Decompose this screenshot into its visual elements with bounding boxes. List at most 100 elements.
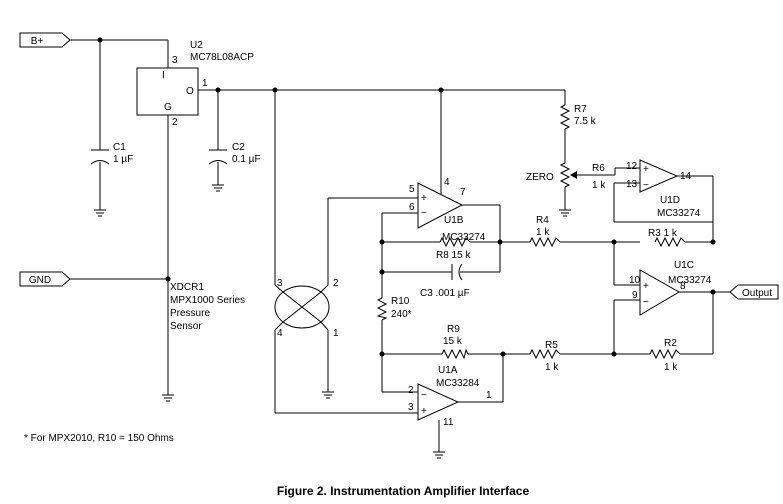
zero-label: ZERO [526,172,554,183]
u1b-ref: U1B [444,215,464,226]
u2-pin-gnd: G [164,102,172,113]
svg-text:+: + [421,193,427,204]
c2-ref: C2 [232,142,245,153]
ground-c2 [212,184,224,192]
sensor-pin4: 4 [277,328,283,339]
ground-main [162,394,174,402]
opamp-u1a: − + 2 3 1 11 U1A MC33284 [408,365,492,428]
r9-ref: R9 [447,324,460,335]
u1c-part: MC33274 [668,275,712,286]
resistor-r10: R10 240* [376,296,412,321]
port-gnd-label: GND [29,275,51,286]
u1a-ref: U1A [438,365,458,376]
u2-ref: U2 [190,40,203,51]
r3-label: R3 1 k [648,228,678,239]
svg-text:−: − [643,180,649,191]
port-output-label: Output [742,288,772,299]
r7-ref: R7 [574,104,587,115]
resistor-r8: R8 15 k [436,236,471,261]
r4-ref: R4 [536,215,549,226]
sensor-ref: XDCR1 [170,282,204,293]
u1b-part: MC33274 [442,232,486,243]
u1d-pin14: 14 [680,171,692,182]
u1d-pin12: 12 [626,161,638,172]
capacitor-c3: C3 .001 µF [420,263,470,299]
u1c-pin9: 9 [632,290,638,301]
u1c-pin8: 8 [680,281,686,292]
svg-text:+: + [643,164,649,175]
sensor-pin1: 1 [333,328,339,339]
u1d-pin13: 13 [626,179,638,190]
r5-value: 1 k [545,362,559,373]
r6-ref: R6 [592,163,605,174]
opamp-u1c: + − 10 9 8 U1C MC33274 [629,260,712,316]
u1c-ref: U1C [674,260,694,271]
c3-label: C3 .001 µF [420,288,470,299]
sensor-series: MPX1000 Series [170,295,245,306]
junctions [97,37,716,357]
svg-text:−: − [421,390,427,401]
sensor-line3: Pressure [170,308,210,319]
ground-r7 [559,209,571,217]
r4-value: 1 k [536,227,550,238]
r8-label: R8 15 k [436,250,471,261]
resistor-r7: R7 7.5 k [559,104,597,130]
svg-text:+: + [421,406,427,417]
u1a-part: MC33284 [436,378,480,389]
resistor-r9: R9 15 k [441,324,469,360]
pressure-sensor: 3 2 4 1 XDCR1 MPX1000 Series Pressure Se… [170,278,339,339]
u1b-pin5: 5 [409,184,415,195]
r10-ref: R10 [391,296,410,307]
resistor-r4: R4 1 k [529,215,561,248]
port-bplus: B+ [19,32,71,48]
port-bplus-label: B+ [31,36,44,47]
u2-part: MC78L08ACP [190,52,254,63]
opamp-u1b: + − 5 6 4 7 U1B MC33274 [409,177,486,243]
ground-c1 [94,209,106,217]
figure-caption: Figure 2. Instrumentation Amplifier Inte… [277,484,530,498]
svg-text:−: − [643,297,649,308]
sensor-pin2: 2 [333,278,339,289]
opamp-u1d: + − 12 13 14 U1D MC33274 [626,159,701,219]
u1a-pin1: 1 [486,390,492,401]
u1b-pin7: 7 [460,187,466,198]
resistor-r5: R5 1 k [529,340,561,373]
u2-pin1: 1 [202,78,208,89]
r2-value: 1 k [664,362,678,373]
port-gnd: GND [19,271,71,287]
u2-pin2: 2 [172,117,178,128]
u1a-pin3: 3 [408,402,414,413]
wires [70,39,730,452]
resistor-r2: R2 1 k [649,338,681,373]
r5-ref: R5 [545,340,558,351]
r6-value: 1 k [592,180,606,191]
r2-ref: R2 [664,338,677,349]
ground-u1a [433,451,445,459]
u1d-part: MC33274 [657,208,701,219]
u1d-ref: U1D [660,195,680,206]
r9-value: 15 k [443,336,463,347]
port-output: Output [729,284,779,300]
svg-text:−: − [421,208,427,219]
c1-value: 1 µF [113,154,133,165]
u1a-pin2: 2 [408,385,414,396]
capacitor-c1: C1 1 µF [90,142,133,165]
c2-value: 0.1 µF [232,154,261,165]
sensor-line4: Sensor [170,321,202,332]
c1-ref: C1 [113,142,126,153]
u2-pin-in: I [162,70,165,81]
u1a-pin11: 11 [443,417,454,428]
u1c-pin10: 10 [629,275,641,286]
regulator-u2: U2 MC78L08ACP I O G 3 1 2 [136,40,254,128]
ground-sensor [322,391,334,399]
u1b-pin4: 4 [444,177,450,188]
r7-value: 7.5 k [574,116,597,127]
ground-symbols [94,184,571,459]
u2-pin3: 3 [172,55,178,66]
r10-value: 240* [391,309,412,320]
capacitor-c2: C2 0.1 µF [208,142,261,165]
u1b-pin6: 6 [409,202,415,213]
potentiometer-r6: ZERO R6 1 k [526,162,606,191]
u2-pin-out: O [186,86,194,97]
